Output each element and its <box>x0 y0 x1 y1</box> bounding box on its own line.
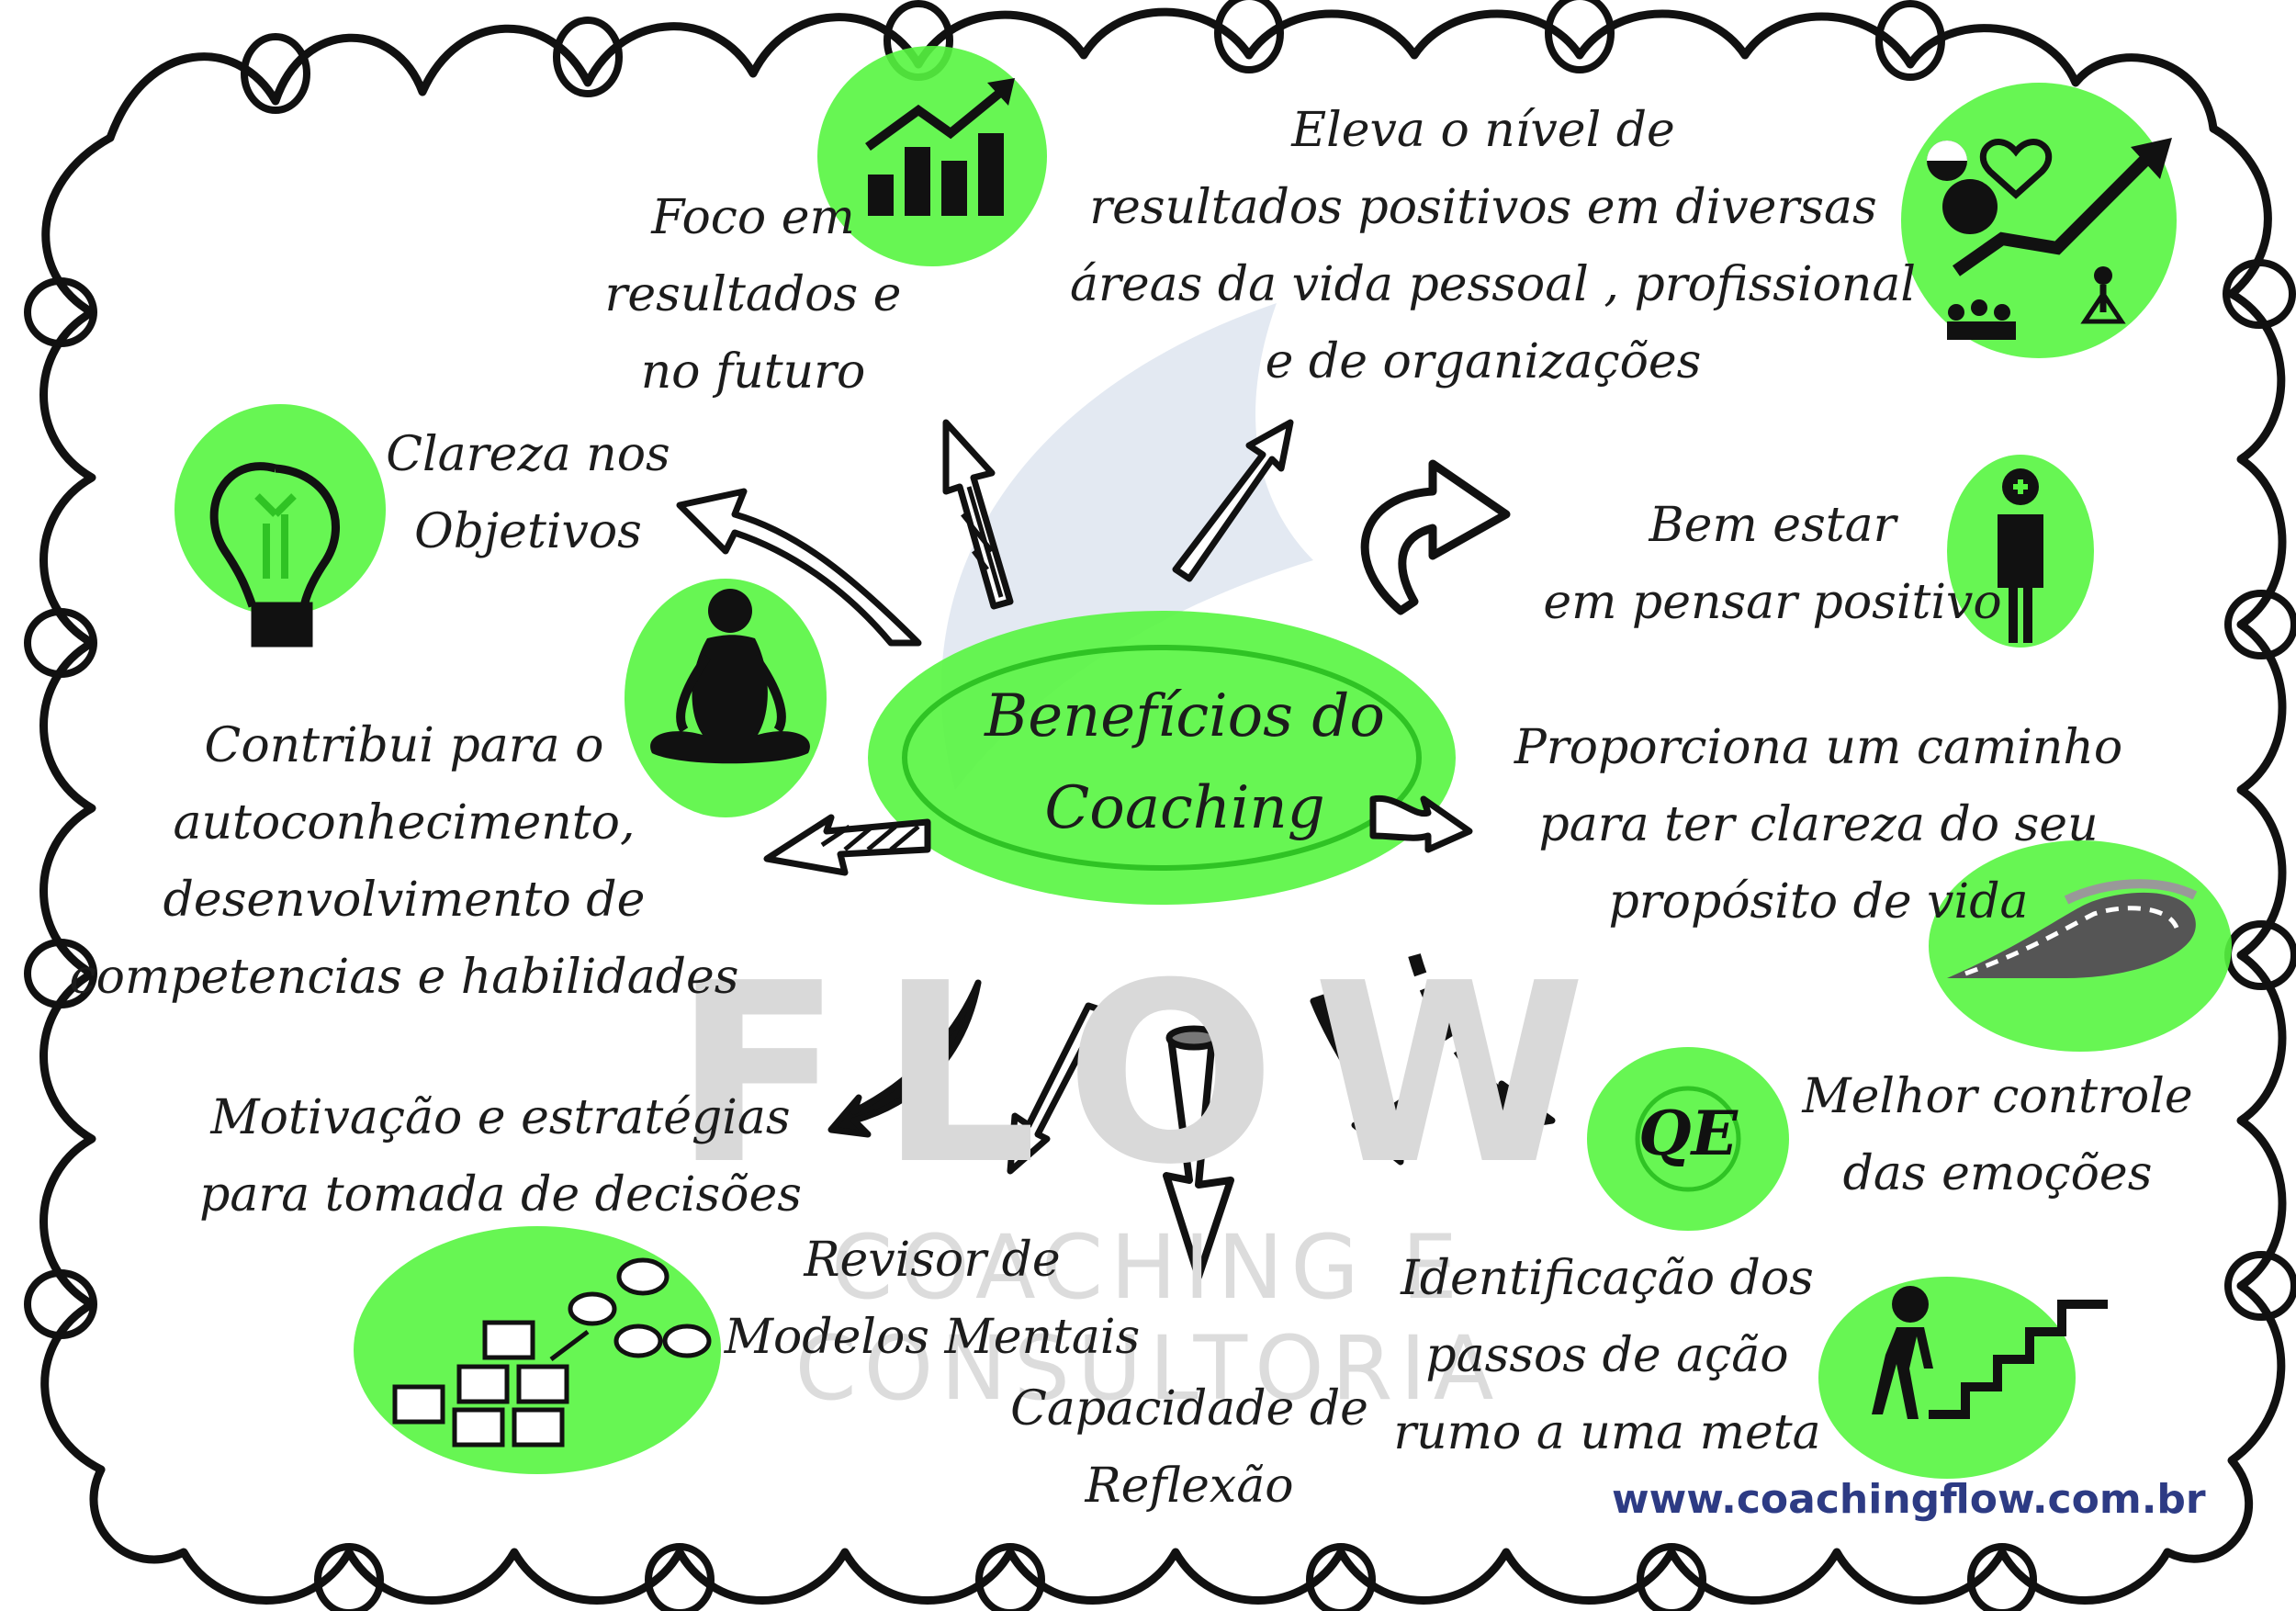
title-line-1: Benefícios do <box>985 682 1385 750</box>
benefit-contribui-line: competencias e habilidades <box>69 950 739 1005</box>
highlight-qe <box>1587 1047 1789 1231</box>
benefit-proporciona: Proporciona um caminho para ter clareza … <box>1469 709 2167 941</box>
benefit-motivacao-line: Motivação e estratégias <box>210 1090 791 1145</box>
meditation-icon <box>650 589 810 764</box>
diagram-title: Benefícios do Coaching <box>928 670 1442 854</box>
arrow-proporciona <box>1369 794 1473 853</box>
benefit-eleva-line: e de organizações <box>1265 334 1702 389</box>
benefit-bem-estar-line: em pensar positivo <box>1543 575 2002 630</box>
benefit-eleva-line: áreas da vida pessoal , profissional <box>1070 257 1917 312</box>
benefit-proporciona-line: Proporciona um caminho <box>1514 720 2123 775</box>
benefit-controle: Melhor controle das emoções <box>1759 1058 2236 1212</box>
benefit-bem-estar-line: Bem estar <box>1649 498 1896 553</box>
arrow-eleva <box>1172 419 1294 582</box>
benefit-proporciona-line: para ter clareza do seu <box>1538 797 2099 852</box>
highlight-collage <box>1901 83 2177 358</box>
arrow-bem-estar <box>1360 459 1511 615</box>
highlight-title <box>868 611 1456 905</box>
website-url[interactable]: www.coachingflow.com.br <box>1612 1476 2206 1523</box>
arrow-identificacao <box>1310 993 1404 1166</box>
bar-chart-growth-icon <box>865 78 1015 216</box>
benefit-controle-line: Melhor controle <box>1802 1069 2193 1124</box>
benefit-identificacao: Identificação dos passos de ação rumo a … <box>1378 1240 1837 1471</box>
arrow-motivacao <box>827 979 982 1138</box>
benefit-foco-line: resultados e <box>604 267 902 322</box>
benefit-capacidade-line: Reflexão <box>1085 1459 1294 1514</box>
benefit-contribui-line: desenvolvimento de <box>163 873 646 928</box>
benefit-clareza-line: Clareza nos <box>386 427 670 482</box>
benefit-capacidade-line: Capacidade de <box>1010 1381 1368 1436</box>
arrow-clareza <box>676 488 922 647</box>
qe-circle <box>1635 1086 1741 1192</box>
benefit-foco-line: no futuro <box>640 344 866 400</box>
benefit-contribui: Contribui para o autoconhecimento, desen… <box>55 707 753 1016</box>
benefit-contribui-line: Contribui para o <box>204 718 604 773</box>
person-health-icon <box>1998 468 2043 643</box>
benefit-foco: Foco em resultados e no futuro <box>542 179 964 411</box>
benefit-clareza-line: Objetivos <box>414 504 642 559</box>
benefit-contribui-line: autoconhecimento, <box>173 795 636 851</box>
benefit-eleva-line: resultados positivos em diversas <box>1089 180 1877 235</box>
arrows <box>676 419 1556 1280</box>
highlight-stairs <box>1818 1277 2076 1479</box>
benefit-identificacao-line: rumo a uma meta <box>1393 1405 1821 1460</box>
benefit-revisor-line: Revisor de <box>804 1233 1061 1288</box>
title-line-2: Coaching <box>1044 774 1325 842</box>
watermark-line2: CONSULTORIA <box>794 1317 1502 1420</box>
benefit-foco-line: Foco em <box>651 190 855 245</box>
watermark-line1: COACHING E <box>831 1216 1465 1319</box>
benefit-eleva-line: Eleva o nível de <box>1291 103 1675 158</box>
benefit-revisor-line: Modelos Mentais <box>724 1310 1141 1365</box>
org-chart-icon <box>392 1257 712 1448</box>
benefit-identificacao-line: Identificação dos <box>1401 1251 1814 1306</box>
benefit-capacidade: Capacidade de Reflexão <box>996 1370 1382 1525</box>
arrow-capacidade <box>1163 1034 1234 1280</box>
watermark-brand: FLOW <box>672 929 1624 1219</box>
benefit-clareza: Clareza nos Objetivos <box>344 416 712 570</box>
benefit-bem-estar: Bem estar em pensar positivo <box>1506 487 2039 641</box>
benefit-motivacao: Motivação e estratégias para tomada de d… <box>170 1079 831 1234</box>
road-icon <box>1947 879 2198 978</box>
benefit-identificacao-line: passos de ação <box>1425 1328 1789 1383</box>
stairs-climber-icon <box>1872 1286 2108 1419</box>
qe-badge: QE <box>1638 1098 1738 1169</box>
benefit-eleva: Eleva o nível de resultados positivos em… <box>1070 92 1917 400</box>
benefit-revisor: Revisor de Modelos Mentais <box>693 1222 1171 1376</box>
life-growth-collage-icon <box>1927 138 2172 340</box>
benefit-proporciona-line: propósito de vida <box>1608 874 2029 929</box>
arrow-revisor <box>1007 1002 1106 1175</box>
benefit-motivacao-line: para tomada de decisões <box>199 1167 802 1222</box>
lightbulb-icon <box>209 462 340 648</box>
border-loops <box>24 0 2296 1611</box>
benefit-controle-line: das emoções <box>1842 1146 2153 1201</box>
